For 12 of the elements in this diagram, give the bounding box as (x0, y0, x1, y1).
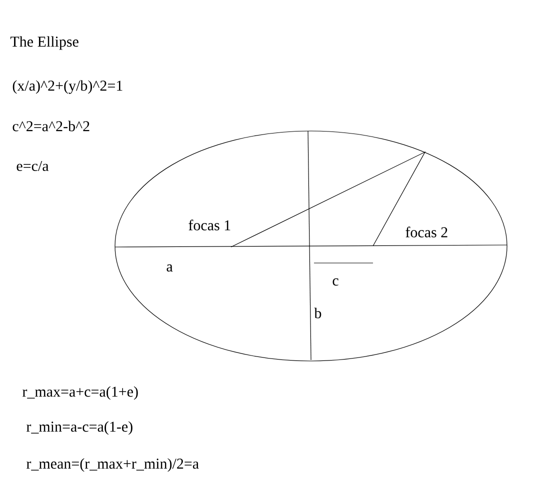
axis-label: focas 1 (188, 220, 230, 230)
axis-label: a (166, 264, 173, 272)
title: The Ellipse (10, 36, 78, 50)
equation: c^2=a^2-b^2 (12, 120, 90, 132)
equation: r_max=a+c=a(1+e) (22, 386, 138, 400)
equation: r_min=a-c=a(1-e) (26, 421, 132, 435)
equation: r_mean=(r_max+r_min)/2=a (26, 458, 199, 472)
axis-label: b (314, 308, 322, 318)
equation: (x/a)^2+(y/b)^2=1 (12, 80, 122, 94)
equation: e=c/a (16, 161, 49, 172)
axis-label: c (332, 278, 338, 286)
axis-label: focas 2 (406, 226, 448, 238)
